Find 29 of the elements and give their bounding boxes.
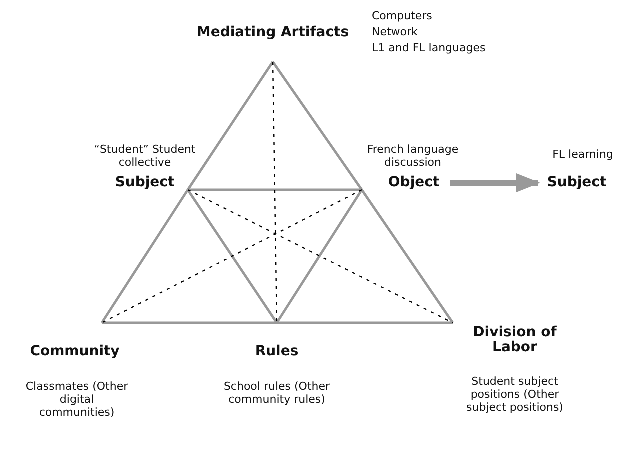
vertex-label: Subject — [100, 175, 190, 191]
vertex-label: Mediating Artifacts — [173, 25, 373, 41]
vertex-label: Subject — [532, 175, 621, 191]
triangle-line — [277, 322, 453, 324]
vertex-label: Community — [10, 344, 140, 360]
vertex-label: Rules — [222, 344, 332, 360]
vertex-label: Object — [369, 175, 459, 191]
annotation-text: Classmates (Other digital communities) — [24, 380, 130, 420]
annotation-text: School rules (Other community rules) — [222, 380, 332, 406]
dotted-line — [272, 62, 278, 323]
triangle-line — [272, 61, 364, 191]
annotation-text: “Student” Student collective — [93, 143, 197, 170]
annotation-text: French language discussion — [366, 143, 460, 170]
annotation-text: FL learning — [552, 148, 614, 162]
triangle-line — [360, 189, 454, 324]
annotation-text: Network — [372, 25, 419, 39]
vertex-label: Division of Labor — [470, 326, 560, 356]
triangle-line — [102, 322, 277, 324]
triangle-line — [186, 189, 278, 324]
annotation-text: Student subject positions (Other subject positions) — [466, 375, 564, 415]
triangle-line — [188, 188, 362, 192]
arrow — [450, 173, 540, 193]
annotation-text: Computers — [372, 9, 434, 23]
triangle-line — [100, 189, 190, 324]
dotted-line — [188, 189, 454, 324]
triangle-line — [276, 189, 364, 324]
triangle-line — [186, 61, 274, 191]
dotted-line — [102, 189, 362, 324]
annotation-text: L1 and FL languages — [372, 41, 487, 55]
